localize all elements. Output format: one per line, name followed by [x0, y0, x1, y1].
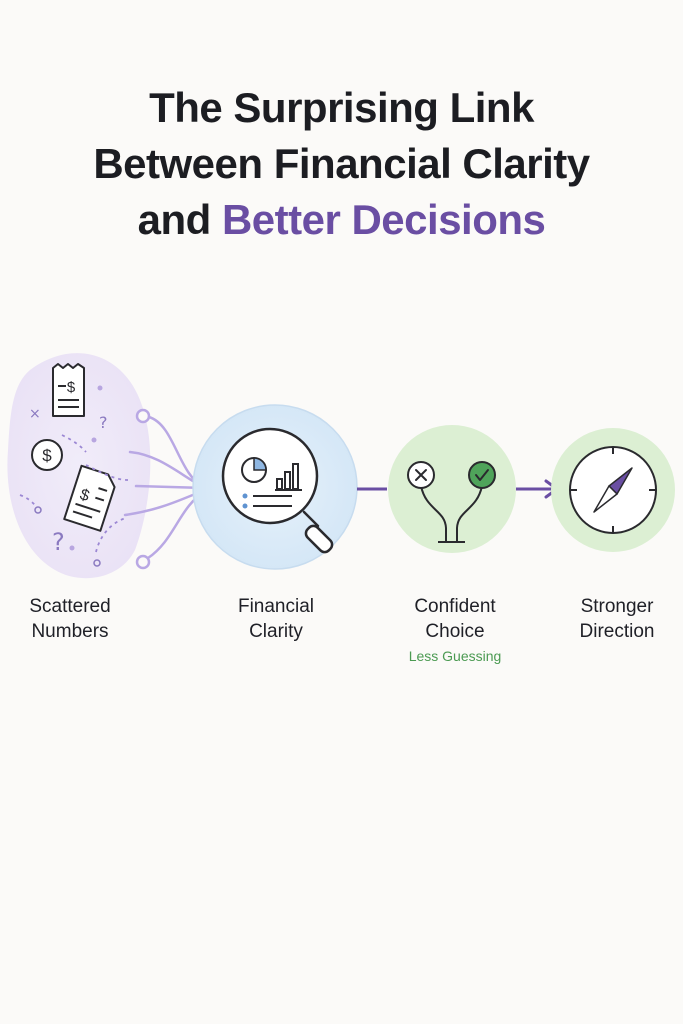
stronger-direction-node	[551, 428, 675, 552]
document-icon: $	[63, 464, 116, 532]
receipt-dollar: $	[67, 379, 76, 396]
dashed-trail	[61, 434, 87, 453]
question-mark-small-icon: ?	[99, 413, 108, 432]
magnifier-icon	[221, 427, 334, 554]
title-line-1: The Surprising Link	[149, 84, 534, 131]
financial-clarity-node	[192, 404, 358, 570]
dot-icon	[34, 506, 42, 514]
dot-icon	[69, 545, 75, 551]
step-label-line: Scattered	[29, 596, 111, 617]
step-label-line: Confident	[414, 596, 496, 617]
scattered-blob	[7, 353, 151, 579]
step-label-stronger-direction: Stronger Direction	[542, 594, 683, 644]
step-label-line: Stronger	[580, 596, 654, 617]
dot-icon	[91, 437, 97, 443]
title-line-3-prefix: and	[137, 196, 222, 243]
question-mark-icon: ?	[52, 528, 65, 556]
step-label-confident-choice: Confident Choice	[380, 594, 530, 644]
step-label-scattered-numbers: Scattered Numbers	[0, 594, 145, 644]
title-accent: Better Decisions	[221, 196, 546, 243]
compass-icon	[569, 446, 657, 534]
step-label-line: Direction	[579, 621, 655, 642]
x-mark-icon: ×	[29, 406, 41, 422]
receipt-icon: $	[52, 363, 85, 417]
coin-dollar: $	[42, 446, 52, 465]
dot-icon	[93, 559, 101, 567]
dashed-trail	[19, 494, 37, 507]
coin-icon: $	[31, 439, 63, 471]
scattered-numbers-node: $ $ $ × ? ?	[7, 353, 151, 579]
step-label-line: Choice	[425, 621, 485, 642]
dot-icon	[97, 385, 103, 391]
title-line-2: Between Financial Clarity	[93, 140, 590, 187]
title-line-3: and Better Decisions	[0, 192, 683, 248]
confident-choice-node	[388, 425, 516, 553]
reject-x-icon	[407, 461, 435, 489]
choice-circle	[388, 425, 516, 553]
fork-path-icon	[420, 485, 483, 543]
step-label-line: Clarity	[249, 621, 303, 642]
dashed-trail	[85, 464, 129, 481]
arrow-choice-to-direction	[516, 479, 559, 499]
process-diagram: $ $ $ × ? ?	[0, 340, 683, 664]
page-title: The Surprising Link Between Financial Cl…	[0, 80, 683, 248]
accept-check-icon	[468, 461, 496, 489]
step-label-line: Financial	[237, 596, 315, 617]
step-sublabel-less-guessing: Less Guessing	[408, 648, 502, 664]
diagram-canvas: $ $ $ × ? ?	[7, 353, 675, 579]
step-label-line: Numbers	[31, 621, 109, 642]
dashed-trail	[95, 517, 127, 553]
step-label-financial-clarity: Financial Clarity	[201, 594, 351, 644]
